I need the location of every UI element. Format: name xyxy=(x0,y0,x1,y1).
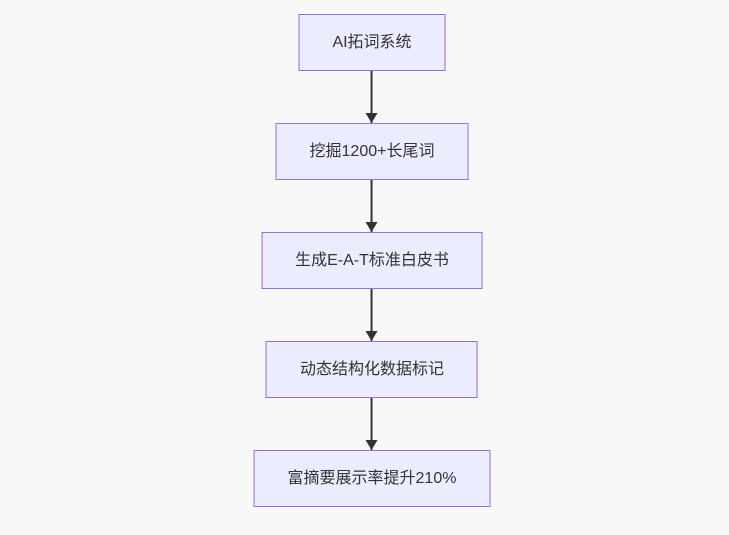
flow-node-ai-system: AI拓词系统 xyxy=(298,14,446,71)
flowchart: AI拓词系统 挖掘1200+长尾词 生成E-A-T标准白皮书 动态结构化数据标记… xyxy=(253,14,491,507)
flow-node-label: 生成E-A-T标准白皮书 xyxy=(295,251,449,269)
flow-node-label: 富摘要展示率提升210% xyxy=(287,469,457,487)
flow-node-label: AI拓词系统 xyxy=(332,33,412,51)
arrowhead-down-icon xyxy=(366,113,378,123)
arrowhead-down-icon xyxy=(366,440,378,450)
flow-node-label: 挖掘1200+长尾词 xyxy=(309,142,435,160)
edge-arrow xyxy=(366,398,378,450)
flow-node-structured-data: 动态结构化数据标记 xyxy=(265,341,478,398)
arrowhead-down-icon xyxy=(366,222,378,232)
edge-arrow xyxy=(366,289,378,341)
flow-node-label: 动态结构化数据标记 xyxy=(299,360,444,378)
edge-arrow xyxy=(366,71,378,123)
edge-arrow xyxy=(366,180,378,232)
flow-node-rich-snippet-result: 富摘要展示率提升210% xyxy=(253,450,491,507)
flow-node-eat-whitepaper: 生成E-A-T标准白皮书 xyxy=(261,232,483,289)
arrowhead-down-icon xyxy=(366,331,378,341)
flow-node-longtail-keywords: 挖掘1200+长尾词 xyxy=(275,123,469,180)
